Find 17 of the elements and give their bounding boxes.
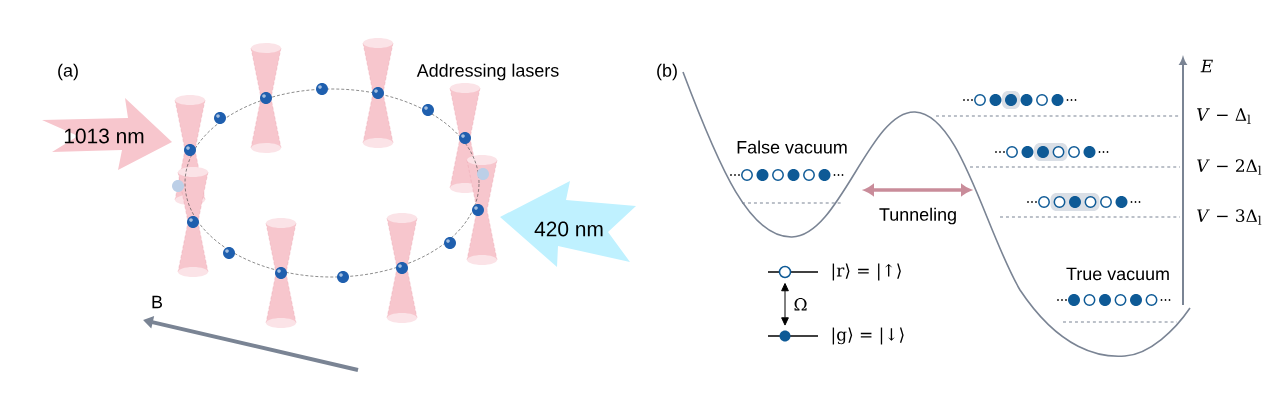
state-label: |g⟩ = |↓⟩ xyxy=(832,327,904,345)
energy-label: V − 3Δ$_{l}$ xyxy=(1197,209,1262,225)
energy-label: V − 2Δ$_{l}$ xyxy=(1197,159,1262,175)
text-label: False vacuum xyxy=(737,140,847,154)
energy-level xyxy=(767,265,819,279)
panel-label: (a) xyxy=(58,63,78,81)
text-label: Addressing lasers xyxy=(416,63,559,81)
energy-level xyxy=(767,330,819,342)
energy-label: V − Δ$_{l}$ xyxy=(1197,108,1251,124)
edge-label: Ω xyxy=(794,298,807,311)
text-label: True vacuum xyxy=(1066,267,1169,281)
axis-label: E xyxy=(1200,59,1213,73)
arrow xyxy=(781,283,789,326)
text-label: Tunneling xyxy=(879,207,956,225)
panel-label: (b) xyxy=(657,63,677,81)
field-label: B xyxy=(152,295,163,309)
state-label: |r⟩ = |↑⟩ xyxy=(832,263,901,281)
